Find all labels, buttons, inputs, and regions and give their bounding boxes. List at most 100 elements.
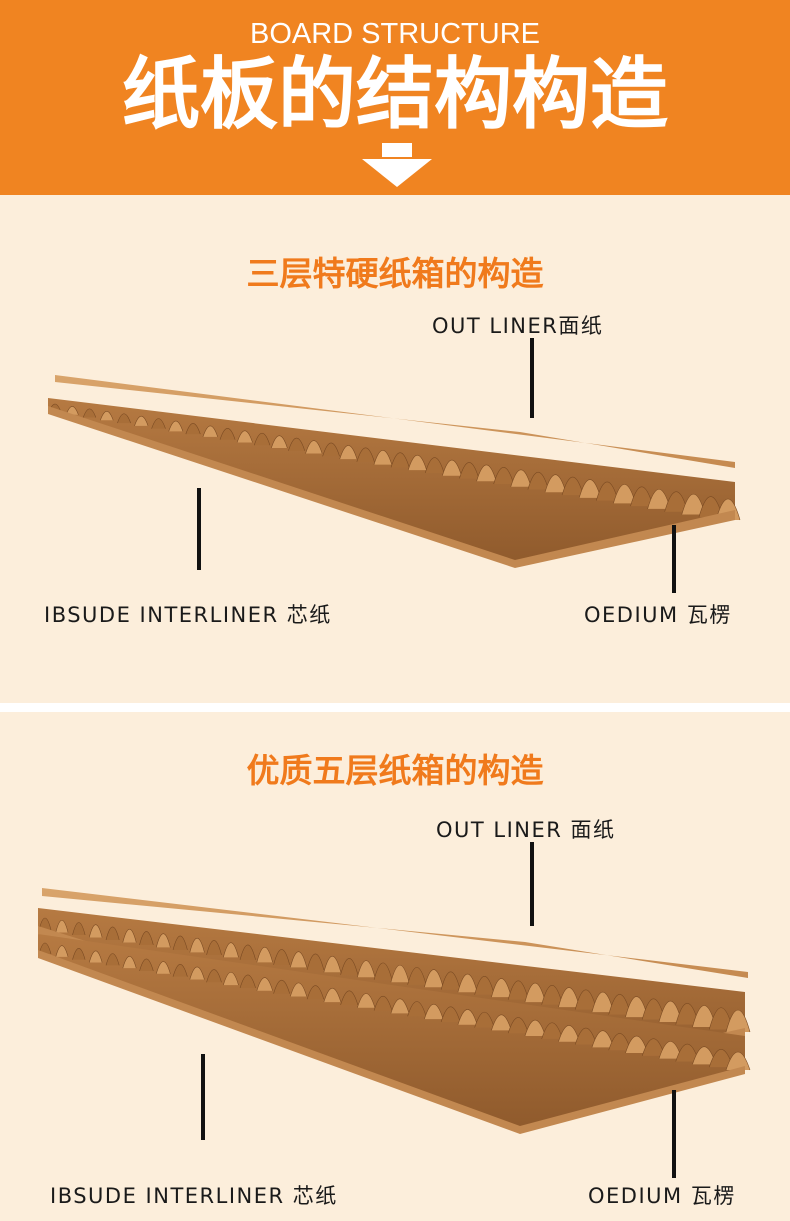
- lower-corrugated-flutes: [38, 942, 751, 1071]
- flute-ridge: [424, 1003, 444, 1020]
- flute-ridge: [168, 420, 184, 432]
- flute-ridge: [271, 435, 288, 449]
- flute-ridge: [407, 967, 427, 985]
- flute-ridge: [202, 425, 218, 438]
- header-english-title: BOARD STRUCTURE: [249, 18, 540, 50]
- flute-ridge: [357, 993, 376, 1008]
- medium-label: OEDIUM 瓦楞: [584, 603, 732, 627]
- flute-ridge: [725, 1051, 751, 1071]
- flute-ridge: [253, 432, 271, 446]
- flute-ridge: [373, 962, 393, 980]
- flute-ridge: [541, 1022, 563, 1039]
- flute-ridge: [223, 942, 239, 958]
- flute-ridge: [156, 933, 171, 948]
- corrugated-flutes: [48, 403, 741, 521]
- flute-ridge: [290, 951, 308, 968]
- interliner-pointer: [201, 1054, 205, 1140]
- flute-ridge: [527, 471, 549, 490]
- flute-ridge: [440, 1006, 461, 1022]
- three-layer-board-image: [48, 375, 741, 568]
- flute-ridge: [273, 979, 290, 994]
- flute-ridge: [256, 946, 273, 963]
- flute-ridge: [206, 969, 222, 983]
- flute-ridge: [510, 469, 532, 487]
- flute-ridge: [340, 958, 359, 975]
- flute-ridge: [82, 408, 97, 418]
- flute-ridge: [474, 1011, 495, 1028]
- flute-ridge: [544, 474, 567, 493]
- flute-ridge: [105, 953, 120, 966]
- flute-ridge: [457, 973, 478, 993]
- header-chinese-title: 纸板的结构构造: [121, 50, 668, 140]
- flute-ridge: [424, 969, 444, 988]
- flute-ridge: [122, 955, 137, 969]
- flute-ridge: [524, 1019, 546, 1037]
- flute-ridge: [493, 467, 514, 485]
- flute-ridge: [100, 411, 114, 421]
- flute-ridge: [134, 415, 149, 426]
- flute-ridge: [189, 966, 205, 980]
- five-layer-panel: 优质五层纸箱的构造 OUT LINER 面纸 IBSUDE INTERLINER…: [0, 712, 790, 1221]
- flute-ridge: [340, 990, 359, 1006]
- flute-ridge: [88, 924, 103, 938]
- flute-ridge: [172, 963, 188, 977]
- flute-ridge: [507, 1017, 529, 1034]
- flute-ridge: [219, 428, 236, 440]
- flute-ridge: [390, 998, 410, 1014]
- medium-pointer: [672, 525, 676, 593]
- flute-ridge: [239, 974, 256, 989]
- flute-ridge: [239, 944, 256, 960]
- flute-ridge: [390, 452, 410, 468]
- flute-ridge: [305, 440, 323, 454]
- corrugated-core: [48, 398, 735, 565]
- flute-ridge: [474, 976, 495, 995]
- flute-ridge: [323, 955, 342, 973]
- interliner-label: IBSUDE INTERLINER 芯纸: [44, 603, 332, 627]
- flute-ridge: [273, 949, 290, 965]
- outer-liner-label: OUT LINER面纸: [432, 314, 604, 338]
- flute-ridge: [223, 971, 239, 986]
- three-layer-title: 三层特硬纸箱的构造: [246, 254, 544, 293]
- flute-ridge: [139, 931, 154, 946]
- flute-ridge: [206, 940, 222, 955]
- flute-ridge: [72, 922, 86, 936]
- flute-ridge: [151, 418, 166, 429]
- three-layer-panel: 三层特硬纸箱的构造 OUT LINER面纸 IBSUDE INTERLINER …: [0, 195, 790, 703]
- flute-ridge: [339, 445, 358, 460]
- down-arrow-icon: [362, 143, 432, 187]
- flute-ridge: [306, 953, 325, 970]
- flute-ridge: [306, 985, 325, 1000]
- interliner-pointer: [197, 488, 201, 570]
- flute-ridge: [185, 423, 201, 435]
- flute-ridge: [491, 1014, 512, 1031]
- flute-ridge: [322, 442, 340, 457]
- flute-ridge: [288, 437, 306, 451]
- five-layer-board-image: [38, 888, 751, 1134]
- flute-ridge: [390, 964, 410, 983]
- flute-ridge: [561, 476, 584, 496]
- flute-ridge: [290, 982, 308, 997]
- flute-ridge: [88, 950, 103, 963]
- flute-ridge: [256, 977, 273, 991]
- flute-ridge: [440, 971, 461, 990]
- flute-ridge: [442, 459, 462, 476]
- medium-pointer: [672, 1090, 676, 1178]
- flute-ridge: [725, 1009, 751, 1033]
- outer-liner-pointer: [530, 842, 534, 926]
- outer-liner-label: OUT LINER 面纸: [436, 818, 616, 842]
- flute-ridge: [55, 945, 69, 957]
- flute-ridge: [72, 948, 86, 960]
- outer-liner-sheet: [42, 888, 748, 978]
- panel-divider: [0, 703, 790, 712]
- flute-ridge: [117, 413, 131, 424]
- flute-ridge: [236, 430, 253, 443]
- flute-ridge: [373, 449, 393, 465]
- flute-ridge: [323, 987, 342, 1003]
- flute-ridge: [491, 978, 512, 998]
- flute-ridge: [156, 961, 171, 974]
- flute-ridge: [38, 917, 52, 931]
- flute-ridge: [373, 995, 393, 1011]
- flute-ridge: [189, 937, 205, 953]
- flute-ridge: [172, 935, 188, 950]
- header-banner: BOARD STRUCTURE 纸板的结构构造: [0, 0, 790, 195]
